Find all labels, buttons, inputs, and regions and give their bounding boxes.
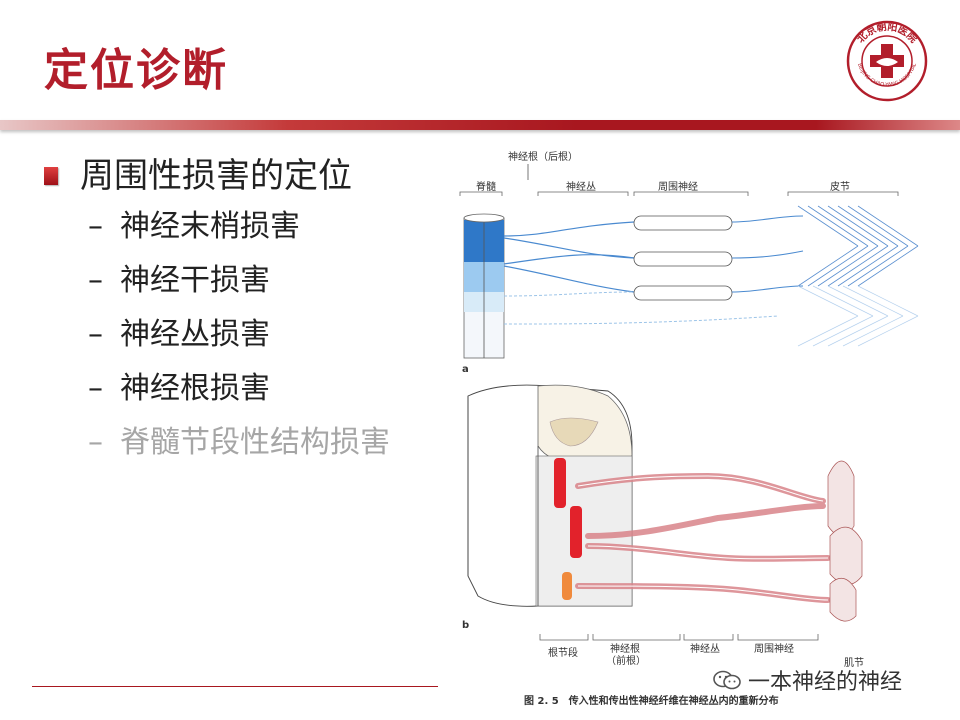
- footer-divider: [32, 686, 438, 687]
- dash-marker: –: [88, 425, 103, 460]
- subitem: – 神经末梢损害: [44, 200, 390, 254]
- dash-marker: –: [88, 371, 103, 406]
- label-root-segment: 根节段: [548, 646, 578, 659]
- subitem: – 神经丛损害: [44, 308, 390, 362]
- label-peripheral-a: 周围神经: [658, 180, 698, 193]
- logo-top-text: 北京朝阳医院: [854, 20, 920, 45]
- label-root-top: 神经根（后根）: [508, 150, 578, 163]
- bullet-level1: 周围性损害的定位: [44, 152, 390, 200]
- watermark: 一本神经的神经: [712, 664, 902, 696]
- label-plexus-a: 神经丛: [566, 180, 596, 193]
- dash-marker: –: [88, 263, 103, 298]
- square-bullet-icon: [44, 167, 58, 185]
- label-spinal-cord: 脊髓: [476, 180, 496, 193]
- subitem-text: 神经根损害: [120, 371, 270, 406]
- label-peripheral-b: 周围神经: [754, 642, 794, 655]
- subitem-text: 脊髓节段性结构损害: [120, 425, 390, 460]
- hospital-logo-icon: 北京朝阳医院 BEIJING CHAO-YANG HOSPITAL: [846, 20, 928, 102]
- hospital-logo: 北京朝阳医院 BEIJING CHAO-YANG HOSPITAL: [846, 20, 928, 102]
- subitem-dimmed: – 脊髓节段性结构损害: [44, 416, 390, 470]
- subitem-text: 神经丛损害: [120, 317, 270, 352]
- watermark-text: 一本神经的神经: [748, 670, 903, 695]
- label-dermatome: 皮节: [830, 180, 850, 193]
- label-plexus-b: 神经丛: [690, 642, 720, 655]
- header-divider: [0, 120, 960, 130]
- dash-marker: –: [88, 317, 103, 352]
- figure-caption: 图 2. 5 传入性和传出性神经纤维在神经丛内的重新分布: [524, 694, 779, 707]
- subitem-text: 神经末梢损害: [120, 209, 300, 244]
- panel-b-label: b: [462, 620, 469, 631]
- label-root-b-sub: （前根）: [606, 654, 646, 667]
- svg-text:北京朝阳医院: 北京朝阳医院: [854, 20, 920, 45]
- subitem: – 神经干损害: [44, 254, 390, 308]
- subitem-text: 神经干损害: [120, 263, 270, 298]
- wechat-icon: [713, 670, 741, 690]
- subitem: – 神经根损害: [44, 362, 390, 416]
- label-root-b: 神经根: [610, 642, 640, 655]
- bullet-list: 周围性损害的定位 – 神经末梢损害 – 神经干损害 – 神经丛损害 – 神经根损…: [44, 152, 390, 470]
- bullet-text: 周围性损害的定位: [80, 156, 352, 196]
- panel-a-label: a: [462, 364, 469, 375]
- slide-title: 定位诊断: [44, 45, 228, 96]
- nerve-fiber-figure: 神经根（后根） 脊髓 神经丛 周围神经 皮节 a: [459, 150, 919, 707]
- dash-marker: –: [88, 209, 103, 244]
- label-muscle: 肌节: [844, 657, 864, 669]
